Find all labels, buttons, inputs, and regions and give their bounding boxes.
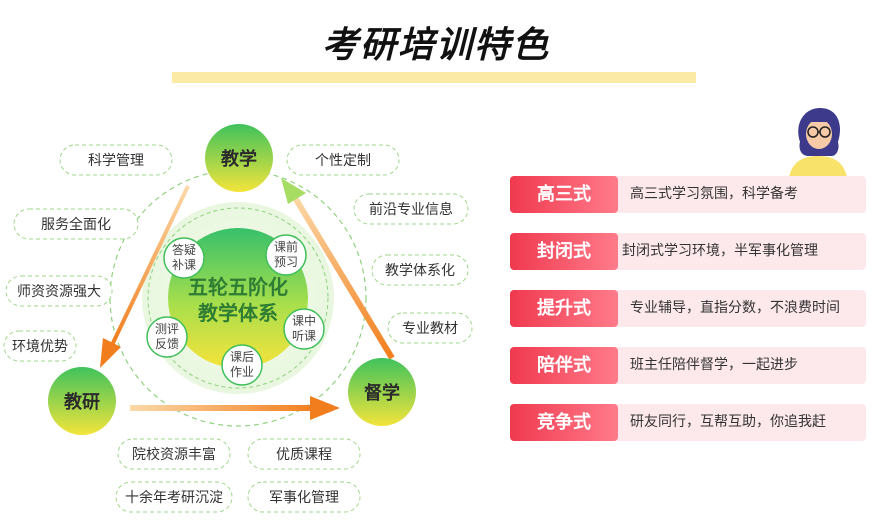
method-tag: 高三式 <box>510 176 618 213</box>
small-node-kzhong: 课中 听课 <box>283 308 325 350</box>
svg-text:服务全面化: 服务全面化 <box>41 216 111 233</box>
svg-text:优质课程: 优质课程 <box>276 447 332 463</box>
small-node-kqian: 课前 预习 <box>265 234 307 276</box>
node-teach: 教学 <box>205 124 273 192</box>
method-jingzheng: 竞争式 研友同行，互帮互助，你追我赶 <box>510 404 866 441</box>
inner-ring <box>147 207 329 389</box>
svg-text:反馈: 反馈 <box>155 337 179 351</box>
small-node-cping: 测评 反馈 <box>146 316 188 358</box>
center-title-line2: 教学体系 <box>198 301 278 325</box>
method-gaosan: 高三式 高三式学习氛围，科学备考 <box>510 176 866 213</box>
method-tisheng: 提升式 专业辅导，直指分数，不浪费时间 <box>510 290 866 327</box>
method-desc: 研友同行，互帮互助，你追我赶 <box>630 414 826 430</box>
svg-text:教学: 教学 <box>221 148 257 170</box>
pill-youzhi-kecheng: 优质课程 <box>247 438 361 470</box>
method-tag: 封闭式 <box>510 233 618 270</box>
svg-text:院校资源丰富: 院校资源丰富 <box>132 446 216 463</box>
svg-text:预习: 预习 <box>274 255 298 269</box>
svg-text:环境优势: 环境优势 <box>12 339 68 355</box>
pill-shizi-ziyuan: 师资资源强大 <box>5 275 113 307</box>
svg-text:个性定制: 个性定制 <box>315 153 371 169</box>
method-desc: 专业辅导，直指分数，不浪费时间 <box>630 300 840 316</box>
svg-text:科学管理: 科学管理 <box>88 153 144 169</box>
teaching-system-diagram: 五轮五阶化 教学体系 答疑 补课 课前 预习 课中 听课 课后 作业 测评 反馈 <box>3 124 473 513</box>
method-tag: 竞争式 <box>510 404 618 441</box>
method-desc: 班主任陪伴督学，一起进步 <box>630 357 798 373</box>
method-peiban: 陪伴式 班主任陪伴督学，一起进步 <box>510 347 866 384</box>
method-tag: 提升式 <box>510 290 618 327</box>
method-desc: 封闭式学习环境，半军事化管理 <box>622 243 818 259</box>
svg-text:补课: 补课 <box>172 258 196 272</box>
svg-text:课前: 课前 <box>274 239 298 254</box>
svg-text:师资资源强大: 师资资源强大 <box>17 284 101 300</box>
svg-text:作业: 作业 <box>230 365 254 379</box>
small-node-khou: 课后 作业 <box>221 344 263 386</box>
pill-gexing-dingzhi: 个性定制 <box>286 144 400 176</box>
svg-text:军事化管理: 军事化管理 <box>269 490 339 506</box>
pill-qianyan-zhuanye: 前沿专业信息 <box>353 193 469 225</box>
pill-kexue-guanli: 科学管理 <box>59 144 173 176</box>
svg-text:课后: 课后 <box>230 350 254 364</box>
node-research: 教研 <box>48 367 116 435</box>
method-desc: 高三式学习氛围，科学备考 <box>630 186 798 202</box>
svg-text:测评: 测评 <box>155 322 179 336</box>
pill-junshi-guanli: 军事化管理 <box>247 481 361 513</box>
pill-shiyu-nian: 十余年考研沉淀 <box>115 481 233 513</box>
svg-text:教学体系化: 教学体系化 <box>385 263 455 279</box>
small-node-dayi: 答疑 补课 <box>163 237 205 279</box>
arrow-research-to-supervise <box>130 396 340 420</box>
training-methods-list: 高三式 高三式学习氛围，科学备考 封闭式 封闭式学习环境，半军事化管理 提升式 … <box>510 176 866 461</box>
svg-text:十余年考研沉淀: 十余年考研沉淀 <box>125 489 223 506</box>
arrow-supervise-to-teach <box>281 178 395 360</box>
node-supervise: 督学 <box>348 358 416 426</box>
pill-huanjing-youshi: 环境优势 <box>3 330 77 362</box>
method-fengbi: 封闭式 封闭式学习环境，半军事化管理 <box>510 233 866 270</box>
svg-text:教研: 教研 <box>64 391 100 413</box>
svg-text:听课: 听课 <box>292 329 316 343</box>
pill-yuanxiao-ziyuan: 院校资源丰富 <box>117 438 231 470</box>
svg-text:督学: 督学 <box>364 382 400 404</box>
svg-text:课中: 课中 <box>292 313 316 328</box>
page-title: 考研培训特色 <box>321 25 550 66</box>
outer-ring <box>109 169 367 427</box>
svg-text:答疑: 答疑 <box>172 242 196 257</box>
arrow-teach-to-research <box>100 185 190 368</box>
svg-text:前沿专业信息: 前沿专业信息 <box>369 201 453 218</box>
svg-text:专业教材: 专业教材 <box>402 321 458 337</box>
method-tag: 陪伴式 <box>510 347 618 384</box>
pill-fuwu-quanmian: 服务全面化 <box>13 208 139 240</box>
pill-zhuanye-jiaocai: 专业教材 <box>387 312 473 344</box>
center-title-line1: 五轮五阶化 <box>188 275 288 299</box>
pill-jiaoxue-tixi: 教学体系化 <box>371 254 469 286</box>
title-underline <box>172 72 696 83</box>
